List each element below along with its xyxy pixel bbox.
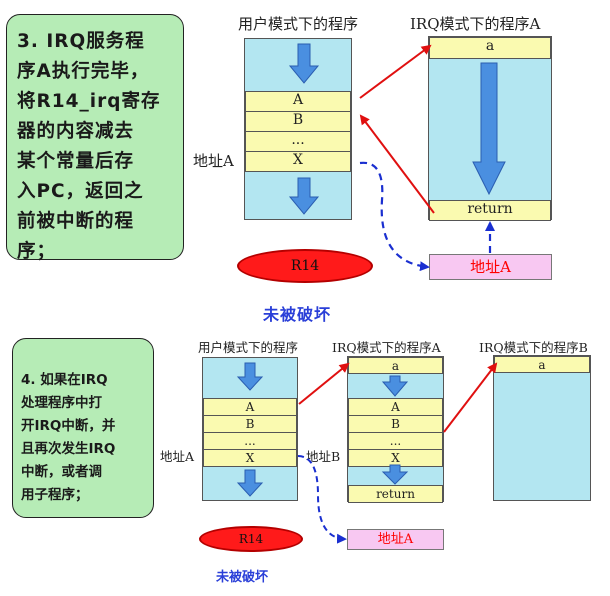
step3-line: 将R14_irq寄存: [17, 91, 161, 112]
top-saved-address: 地址A: [429, 254, 552, 280]
top-user-down-arrow-2: [288, 177, 320, 215]
bottom-blue-dashed-to-saved: [297, 455, 347, 544]
bottom-irqa-title: IRQ模式下的程序A: [332, 340, 441, 355]
top-blue-dashed-to-saved: [359, 161, 430, 272]
step3-line: 序；: [17, 241, 57, 262]
step4-note: 4. 如果在IRQ 处理程序中打 开IRQ中断，并 且再次发生IRQ 中断，或者…: [12, 338, 154, 518]
bottom-irqa-down-arrow-2: [381, 464, 409, 485]
top-user-down-arrow-1: [288, 43, 320, 84]
step3-line: 前被中断的程: [17, 211, 135, 232]
top-r14-register: R14: [237, 249, 373, 283]
bottom-red-arrow-to-irqa: [298, 362, 350, 405]
bottom-irqa-down-arrow: [381, 375, 409, 397]
bottom-caption: 未被破坏: [216, 570, 269, 585]
step3-line: 3. IRQ服务程: [17, 31, 145, 52]
step4-line: 用子程序；: [21, 487, 89, 503]
top-irq-row-return: return: [429, 200, 551, 221]
step4-line: 开IRQ中断，并: [21, 418, 116, 434]
step4-line: 4. 如果在IRQ: [21, 372, 108, 388]
bottom-addr-a-label: 地址A: [160, 449, 195, 464]
bottom-user-down-arrow-1: [236, 362, 264, 391]
step4-line: 处理程序中打: [21, 395, 102, 411]
top-addr-a-label: 地址A: [193, 152, 234, 170]
bottom-saved-address: 地址A: [347, 529, 444, 550]
top-red-arrow-to-irq: [359, 44, 432, 99]
step4-line: 中断，或者调: [21, 464, 102, 480]
top-irq-row-a: a: [429, 37, 551, 59]
bottom-user-down-arrow-2: [236, 469, 264, 497]
step3-line: 器的内容减去: [17, 121, 135, 142]
step3-note: 3. IRQ服务程 序A执行完毕， 将R14_irq寄存 器的内容减去 某个常量…: [6, 14, 184, 262]
top-caption: 未被破坏: [263, 305, 332, 324]
step3-line: 序A执行完毕，: [17, 61, 150, 82]
top-user-title: 用户模式下的程序: [238, 15, 359, 33]
bottom-irqb-title: IRQ模式下的程序B: [479, 340, 588, 355]
bottom-red-arrow-to-irqb: [443, 362, 498, 433]
bottom-irqa-row-return: return: [348, 485, 443, 503]
bottom-user-title: 用户模式下的程序: [198, 340, 299, 355]
bottom-addr-b-label: 地址B: [306, 449, 341, 464]
top-red-arrow-return: [359, 114, 435, 214]
step3-line: 入PC，返回之: [17, 181, 144, 202]
top-user-row-x: X: [245, 151, 351, 172]
bottom-user-row-x: X: [203, 449, 297, 467]
top-irq-title: IRQ模式下的程序A: [410, 15, 541, 33]
top-irq-down-arrow: [472, 62, 506, 196]
step4-line: 且再次发生IRQ: [21, 441, 116, 457]
step3-line: 某个常量后存: [17, 151, 135, 172]
bottom-r14-register: R14: [199, 526, 303, 552]
